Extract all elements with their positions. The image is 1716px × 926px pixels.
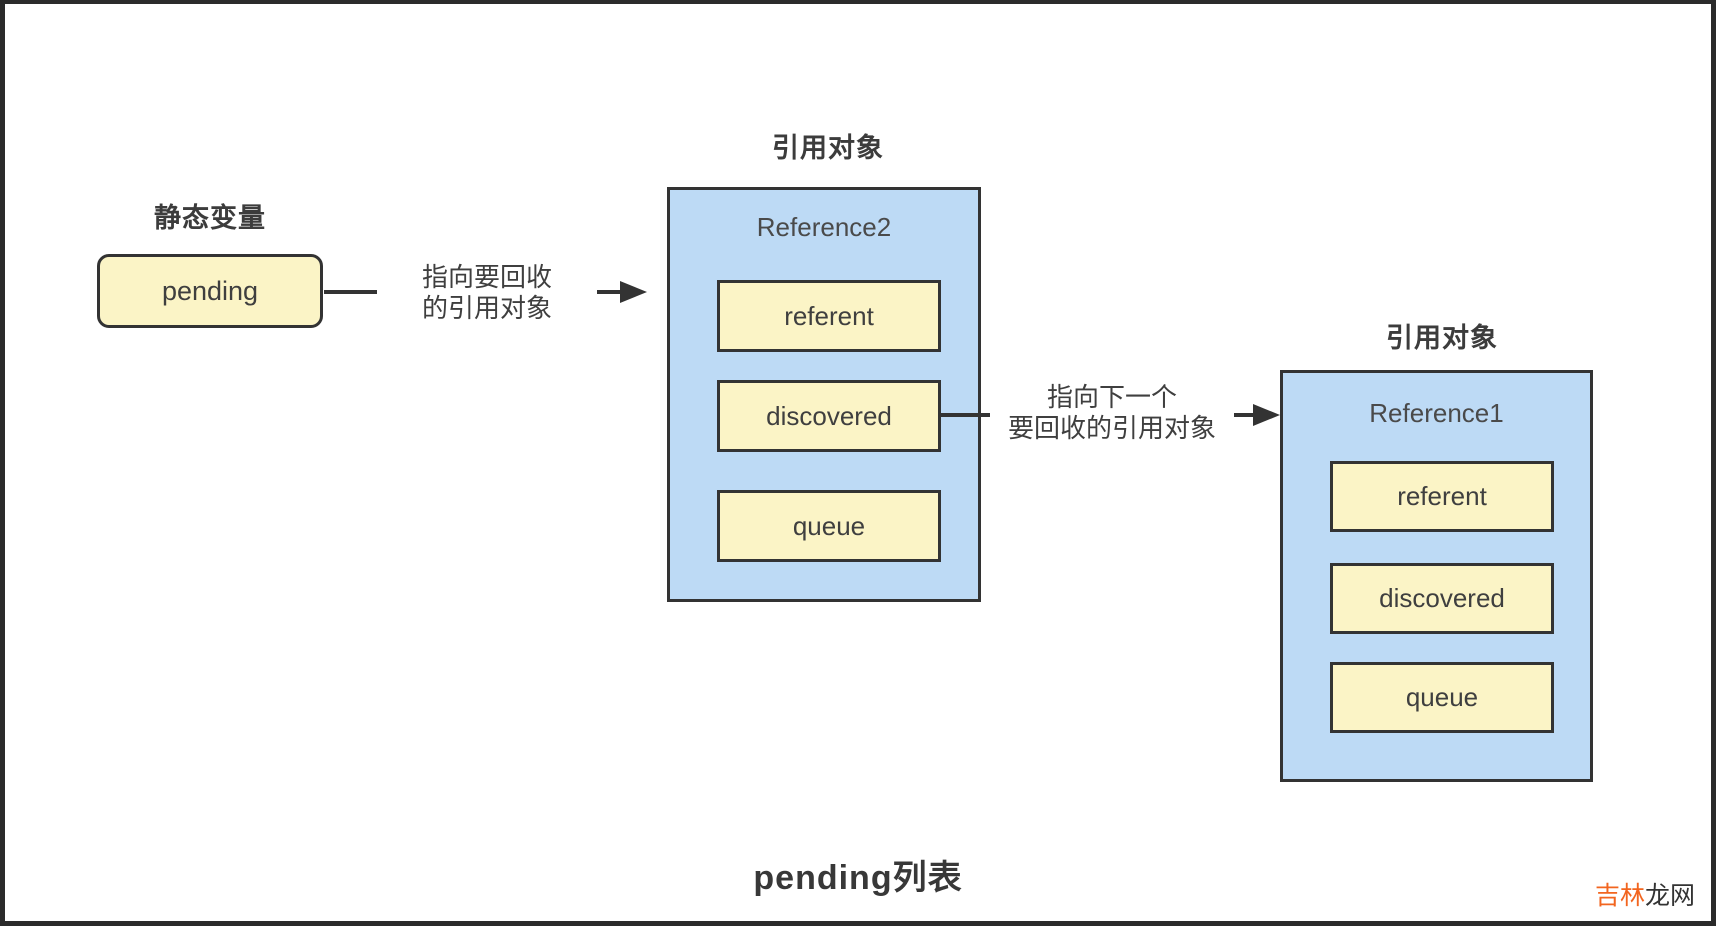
reference2-field-referent: referent xyxy=(717,280,941,352)
reference2-header: 引用对象 xyxy=(772,133,884,163)
watermark: 吉林龙网 xyxy=(1595,876,1695,912)
arrow1-caption-line2: 的引用对象 xyxy=(421,293,552,323)
reference2-box: Reference2 referent discovered queue xyxy=(667,187,981,602)
arrow2-caption-line1: 指向下一个 xyxy=(1046,382,1177,412)
arrow1-caption: 指向要回收 的引用对象 xyxy=(377,260,597,326)
arrow2-caption-line2: 要回收的引用对象 xyxy=(1007,413,1216,443)
watermark-suffix: 龙网 xyxy=(1644,882,1695,910)
pending-node-label: pending xyxy=(161,275,259,306)
reference1-field-discovered: discovered xyxy=(1330,563,1554,634)
reference1-field-referent: referent xyxy=(1330,461,1554,532)
arrow2-caption: 指向下一个 要回收的引用对象 xyxy=(990,380,1234,446)
reference1-box: Reference1 referent discovered queue xyxy=(1280,370,1593,782)
arrow2-head-icon xyxy=(1253,404,1280,426)
arrow1-caption-line1: 指向要回收 xyxy=(421,262,552,292)
reference1-title: Reference1 xyxy=(1369,398,1504,428)
reference2-title: Reference2 xyxy=(756,212,892,242)
reference2-field-discovered: discovered xyxy=(717,380,941,452)
watermark-prefix: 吉林 xyxy=(1594,882,1645,910)
diagram-title: pending列表 xyxy=(753,859,963,897)
static-variable-label: 静态变量 xyxy=(154,203,266,233)
pending-node: pending xyxy=(97,254,323,328)
reference1-field-queue: queue xyxy=(1330,662,1554,733)
reference1-header: 引用对象 xyxy=(1386,323,1498,353)
reference2-field-queue: queue xyxy=(717,490,941,562)
arrow1-head-icon xyxy=(620,281,647,303)
